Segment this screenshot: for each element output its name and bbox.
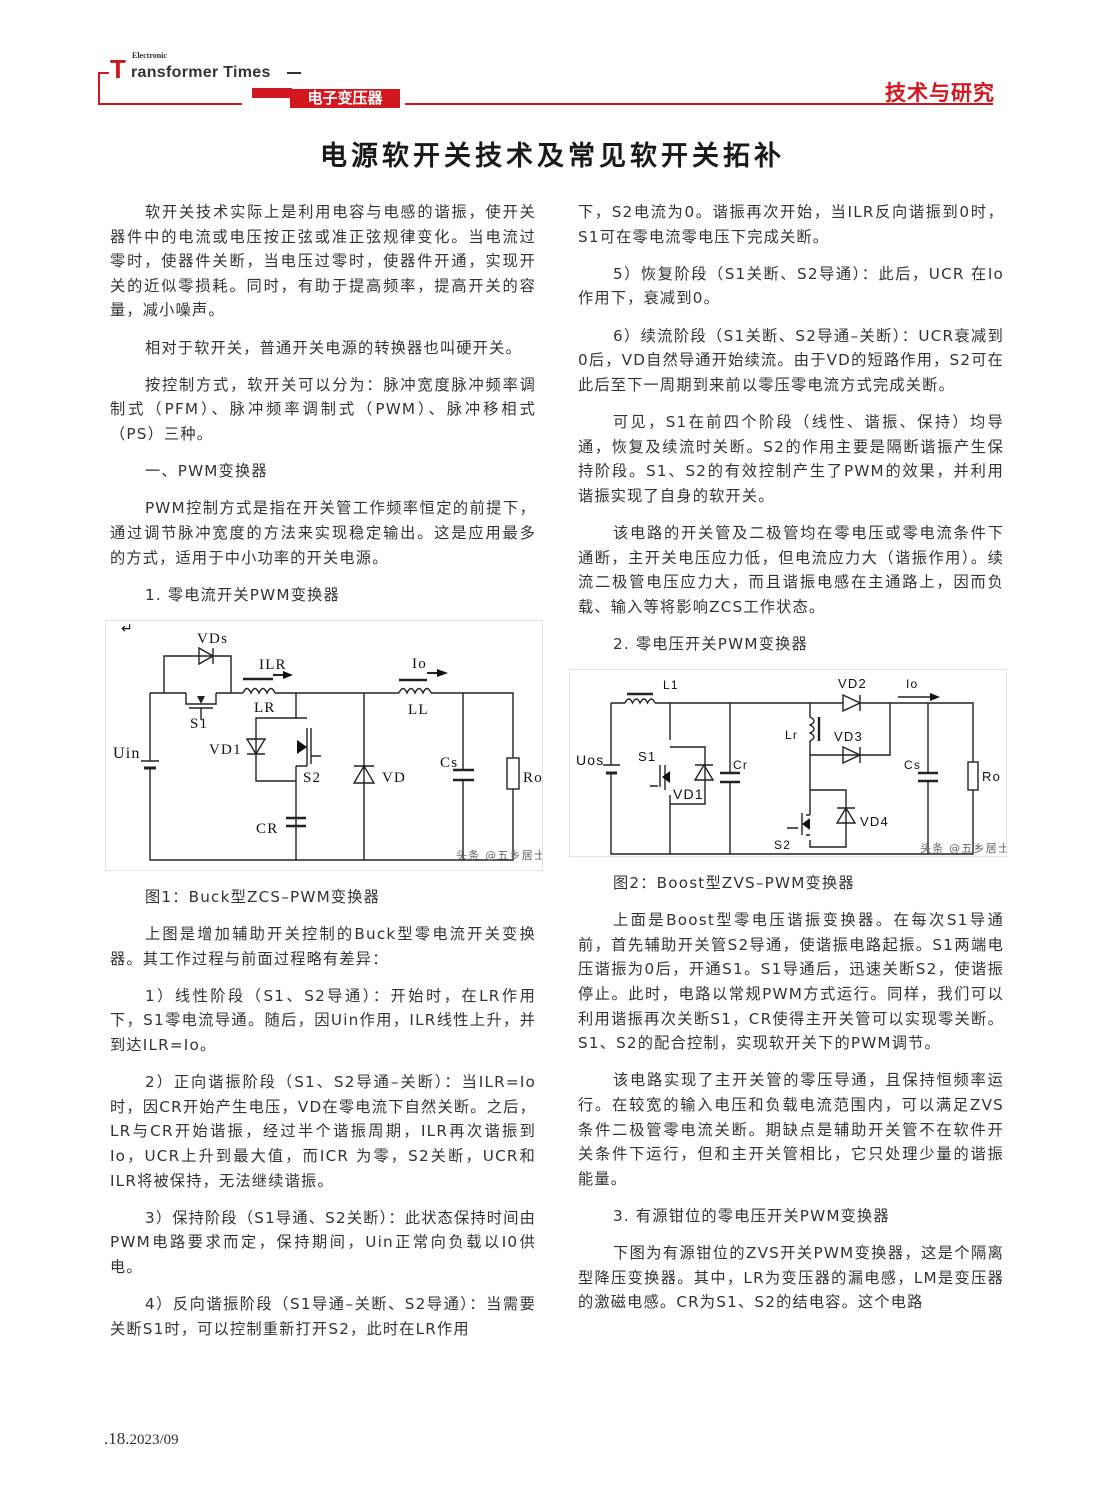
label-vd1: VD1 [209,742,242,758]
resistor-ro-icon [967,761,979,791]
page-footer: .18.2023/09 [104,1429,179,1449]
arrow-icon [283,670,293,679]
paragraph: 下图为有源钳位的ZVS开关PWM变换器，这是个隔离型降压变换器。其中，LR为变压… [578,1244,1004,1312]
label-vd: VD [382,770,406,786]
label-ilr: ILR [259,657,287,673]
capacitor-cr-icon [286,816,306,828]
inductor-lr-icon [242,687,276,695]
label-lr: LR [254,700,276,716]
boost-zvs-circuit-diagram: L1 Uos S1 VD1 Cr Lr VD2 VD3 VD4 S2 Io Cs… [576,676,1009,855]
left-column: 软开关技术实际上是利用电容与电感的谐振，使开关器件中的电流或电压按正弦或准正弦规… [105,200,545,1354]
paragraph: 可见，S1在前四个阶段（线性、谐振、保持）均导通，恢复及续流时关断。S2的作用主… [578,412,1004,505]
paragraph: 4）反向谐振阶段（S1导通–关断、S2导通）：当需要关断S1时，可以控制重新打开… [110,1295,536,1338]
figure-1-caption: 图1：Buck型ZCS–PWM变换器 [144,887,381,906]
right-column: 下，S2电流为0。谐振再次开始，当ILR反向谐振到0时，S1可在零电流零电压下完… [569,200,1009,1328]
switch-s1-icon [650,703,706,855]
label-ll: LL [408,702,429,718]
paragraph: 6）续流阶段（S1关断、S2导通–关断）：UCR衰减到0后，VD自然导通开始续流… [578,326,1004,394]
capacitor-cs-icon [918,771,938,783]
label-vd1: VD1 [673,786,704,802]
logo-letter: T [110,54,126,84]
label-io: Io [412,656,427,672]
label-io: Io [906,677,918,691]
logo-text: ransformer Times [131,64,271,81]
figure-2-circuit: L1 Uos S1 VD1 Cr Lr VD2 VD3 VD4 S2 Io Cs… [569,669,1009,858]
section-title: 技术与研究 [885,81,995,105]
paragraph: 下，S2电流为0。谐振再次开始，当ILR反向谐振到0时，S1可在零电流零电压下完… [578,203,1004,246]
page-number: .18. [104,1429,130,1448]
label-ro: Ro [523,770,542,786]
logo-small-text: Electronic [132,51,167,60]
label-l1: L1 [663,678,679,692]
diode-vd2-icon [842,693,862,713]
label-s1: S1 [190,716,208,732]
label-lr: Lr [785,728,798,742]
label-s2: S2 [774,838,791,852]
paragraph: 上图是增加辅助开关控制的Buck型零电流开关变换器。其工作过程与前面过程略有差异… [110,925,536,968]
diode-vd4-icon [835,806,857,824]
resistor-ro-icon [506,757,520,790]
paragraph: 软开关技术实际上是利用电容与电感的谐振，使开关器件中的电流或电压按正弦或准正弦规… [110,203,536,320]
inductor-ll-icon [398,687,432,695]
arrow-icon [662,771,670,784]
label-ro: Ro [982,769,1001,784]
paragraph: 1）线性阶段（S1、S2导通）：开始时，在LR作用下，S1零电流导通。随后，因U… [110,986,536,1055]
issue-date: 2023/09 [129,1432,179,1448]
label-vd4: VD4 [860,814,889,829]
arrow-icon [930,693,940,702]
subsection-heading: 1. 零电流开关PWM变换器 [144,585,340,604]
watermark: 头条 @五乡居士 [920,841,1006,855]
arrow-icon [802,818,810,831]
label-s2: S2 [303,770,321,786]
wire [149,692,514,861]
label-cr: CR [256,821,278,837]
paragraph: 上面是Boost型零电压谐振变换器。在每次S1导通前，首先辅助开关管S2导通，使… [578,911,1004,1053]
watermark: 头条 @五乡居士 [456,848,542,862]
subsection-heading: 2. 零电压开关PWM变换器 [612,634,808,653]
capacitor-cs-icon [453,768,474,782]
paragraph: 5）恢复阶段（S1关断、S2导通）：此后，UCR 在Io作用下，衰减到0。 [578,264,1004,308]
label-cr: Cr [733,758,748,772]
header-red-step [252,88,292,98]
figure-1-circuit: ↵ VDs ILR LR [105,619,545,871]
label-uos: Uos [576,752,605,768]
wire [163,655,232,693]
figure-2-caption: 图2：Boost型ZVS–PWM变换器 [612,874,855,893]
paragraph: 2）正向谐振阶段（S1、S2导通–关断）：当ILR=Io时，因CR开始产生电压，… [110,1073,536,1190]
label-vd3: VD3 [834,729,863,744]
arrow-icon [297,739,307,754]
wire [610,702,974,855]
paragraph: 3）保持阶段（S1导通、S2关断）：此状态保持时间由PWM电路要求而定，保持期间… [110,1208,536,1276]
diode-vd-icon [352,692,376,860]
wire [255,717,296,782]
article-title: 电源软开关技术及常见软开关拓补 [320,141,785,172]
paragraph: 相对于软开关，普通开关电源的转换器也叫硬开关。 [144,338,522,357]
diode-vd1-icon [693,763,715,781]
label-vds: VDs [197,631,228,647]
buck-zcs-circuit-diagram: ↵ VDs ILR LR [113,622,545,862]
label-cs: Cs [904,758,921,772]
return-mark: ↵ [121,622,134,637]
magazine-name: 电子变压器 [290,89,400,108]
section-heading: 一、PWM变换器 [144,462,268,481]
label-uin: Uin [113,745,141,762]
label-cs: Cs [440,755,458,771]
capacitor-cr-icon [720,771,740,784]
arrow-icon [197,695,205,704]
diode-vd3-icon [842,745,862,765]
diode-vds-icon [198,646,215,666]
inductor-l1-icon [624,698,656,705]
label-vd2: VD2 [838,676,867,691]
paragraph: 该电路实现了主开关管的零压导通，且保持恒频率运行。在较宽的输入电压和负载电流范围… [578,1071,1004,1188]
arrow-icon [437,668,448,677]
wire [808,703,891,848]
paragraph: 该电路的开关管及二极管均在零电压或零电流条件下通断，主开关电压应力低，但电流应力… [578,523,1004,616]
diode-vd1-icon [245,738,267,756]
paragraph: 按控制方式，软开关可以分为：脉冲宽度脉冲频率调制式（PFM）、脉冲频率调制式（P… [110,375,536,443]
subsection-heading: 3. 有源钳位的零电压开关PWM变换器 [612,1206,890,1225]
label-s1: S1 [638,749,656,764]
paragraph: PWM控制方式是指在开关管工作频率恒定的前提下，通过调节脉冲宽度的方法来实现稳定… [110,499,536,567]
